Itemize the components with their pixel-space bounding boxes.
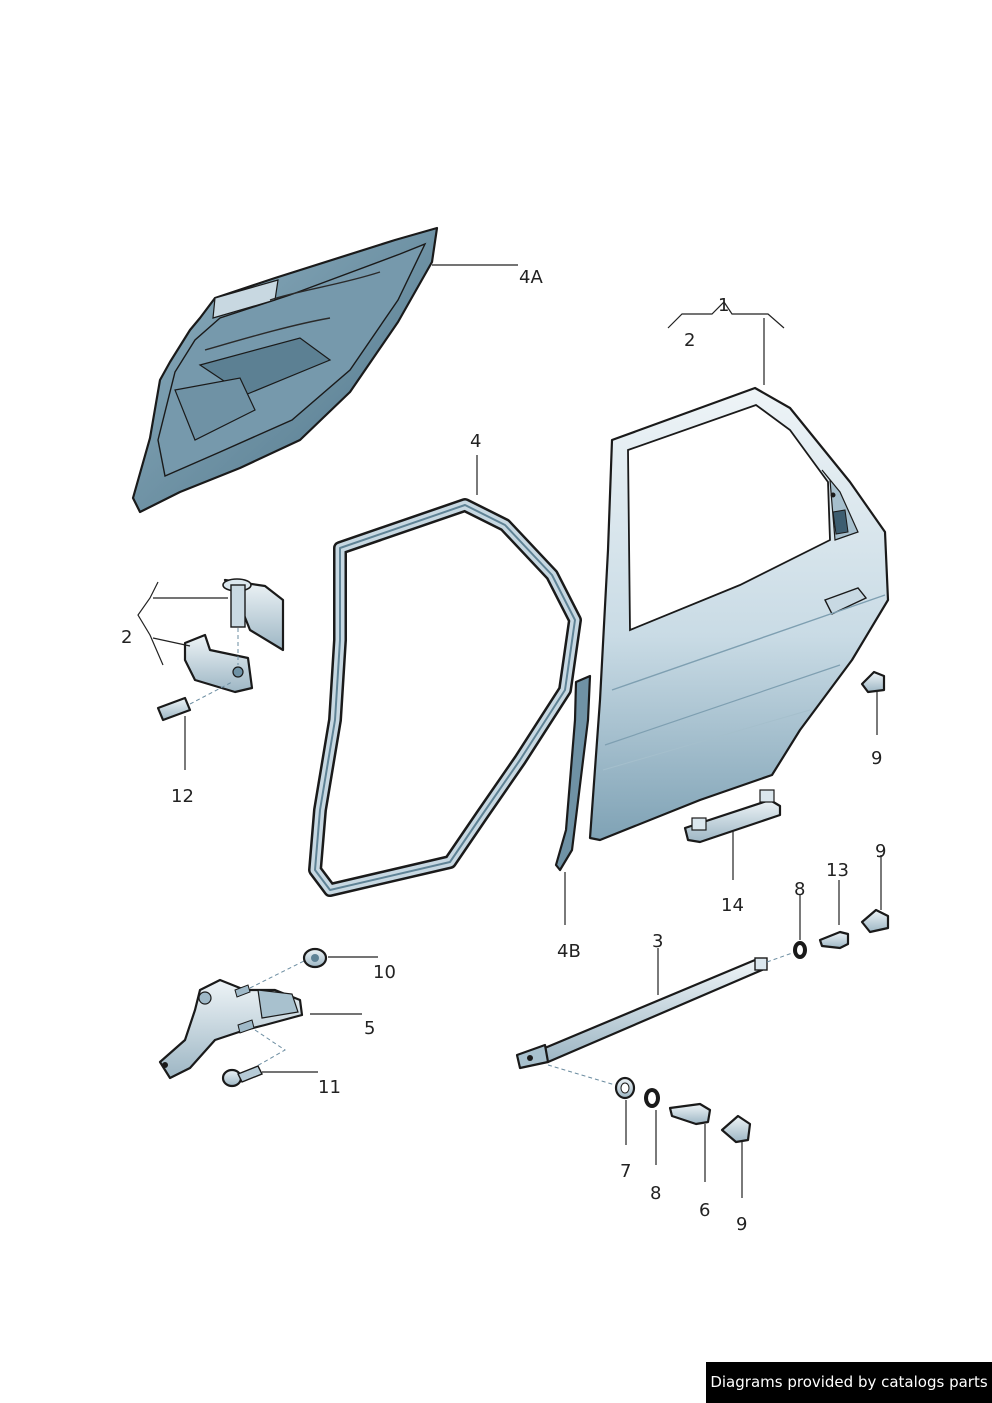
callout-13: 13 bbox=[826, 860, 849, 881]
callout-6: 6 bbox=[699, 1200, 710, 1221]
washer-8-lower bbox=[644, 1088, 660, 1108]
cap-9-upper bbox=[860, 670, 886, 694]
callout-14: 14 bbox=[721, 895, 744, 916]
bolt-6 bbox=[668, 1102, 712, 1126]
door-hinge bbox=[183, 578, 285, 694]
callout-2-door: 2 bbox=[684, 330, 695, 351]
callout-9-upper: 9 bbox=[871, 748, 882, 769]
washer-7 bbox=[614, 1076, 636, 1100]
door-check-strap bbox=[158, 957, 311, 1080]
callout-9-lower: 9 bbox=[736, 1214, 747, 1235]
door-seal bbox=[308, 498, 582, 897]
callout-labels: 4A 1 2 4 2 9 12 9 8 13 14 3 4B 10 5 11 7… bbox=[121, 267, 886, 1235]
credit-banner: Diagrams provided by catalogs parts bbox=[706, 1362, 992, 1403]
check-strap-bolt bbox=[221, 1065, 263, 1088]
door-guide bbox=[683, 789, 782, 844]
cap-9-lower bbox=[720, 1114, 752, 1144]
cap-9-mid bbox=[860, 908, 890, 934]
callout-4b: 4B bbox=[557, 941, 581, 962]
rear-door-shell bbox=[588, 386, 890, 842]
seal-strip bbox=[554, 674, 592, 872]
callout-12: 12 bbox=[171, 786, 194, 807]
leader-lines bbox=[137, 264, 882, 1198]
bolt-13 bbox=[818, 930, 850, 950]
hinge-bolt bbox=[156, 681, 233, 722]
callout-10: 10 bbox=[373, 962, 396, 983]
callout-11: 11 bbox=[318, 1077, 341, 1098]
callout-4: 4 bbox=[470, 431, 481, 452]
callout-4a: 4A bbox=[519, 267, 543, 288]
callout-7: 7 bbox=[620, 1161, 631, 1182]
callout-9-mid: 9 bbox=[875, 841, 886, 862]
nut bbox=[302, 947, 328, 969]
callout-2-hinge: 2 bbox=[121, 627, 132, 648]
washer-8-upper bbox=[793, 941, 807, 959]
callout-3: 3 bbox=[652, 931, 663, 952]
door-trim-panel bbox=[131, 226, 439, 514]
callout-8-lower: 8 bbox=[650, 1183, 661, 1204]
callout-5: 5 bbox=[364, 1018, 375, 1039]
torsion-bar bbox=[515, 951, 796, 1086]
callout-8-upper: 8 bbox=[794, 879, 805, 900]
callout-1: 1 bbox=[718, 295, 729, 316]
